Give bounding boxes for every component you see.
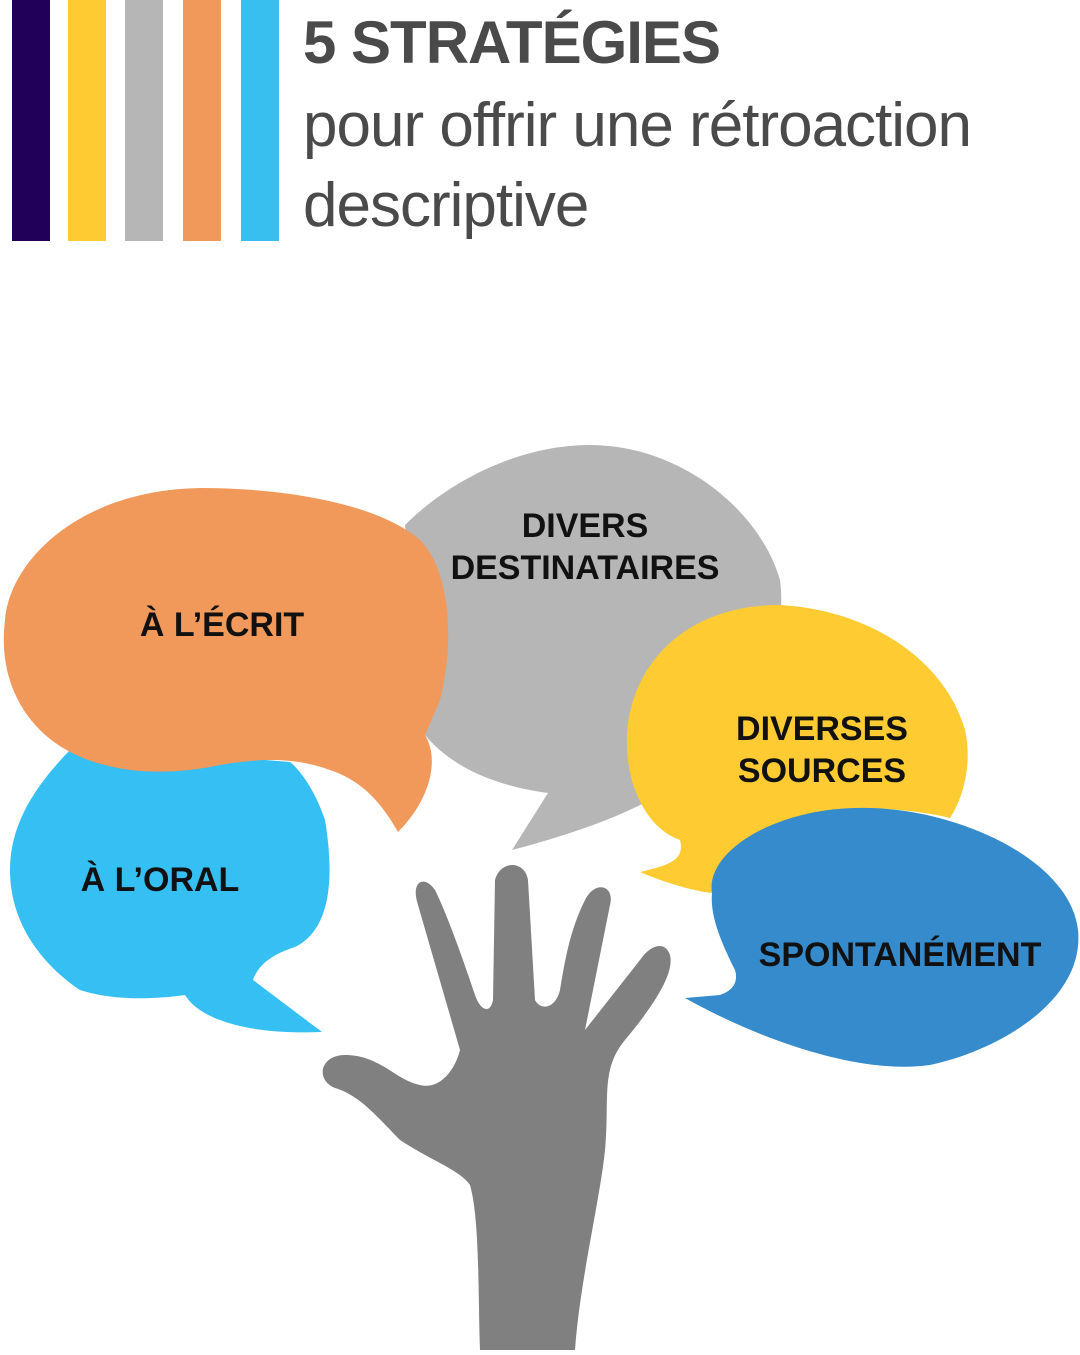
page-title: 5 STRATÉGIES — [303, 9, 721, 76]
hand-icon — [322, 865, 671, 1350]
bubble-ecrit: À L’ÉCRIT — [3, 488, 449, 832]
bubble-destinataires-line2: DESTINATAIRES — [451, 549, 720, 587]
stripe-purple — [12, 0, 50, 241]
bubble-oral: À L’ORAL — [10, 745, 330, 1033]
bubble-sources: DIVERSES SOURCES — [626, 605, 968, 893]
bubble-spontanement-label: SPONTANÉMENT — [759, 936, 1042, 974]
bubble-oral-label: À L’ORAL — [81, 861, 240, 899]
bubble-sources-line1: DIVERSES — [736, 710, 908, 748]
bubble-destinataires-line1: DIVERS — [522, 507, 649, 545]
stripe-orange — [183, 0, 221, 241]
bubble-spontanement: SPONTANÉMENT — [685, 807, 1079, 1067]
stripe-gray — [125, 0, 163, 241]
bubble-ecrit-label: À L’ÉCRIT — [140, 606, 305, 644]
stripe-yellow — [68, 0, 106, 241]
page-subtitle: pour offrir une rétroaction descriptive — [303, 91, 972, 240]
stripe-blue — [241, 0, 279, 241]
bubble-sources-line2: SOURCES — [738, 752, 906, 790]
